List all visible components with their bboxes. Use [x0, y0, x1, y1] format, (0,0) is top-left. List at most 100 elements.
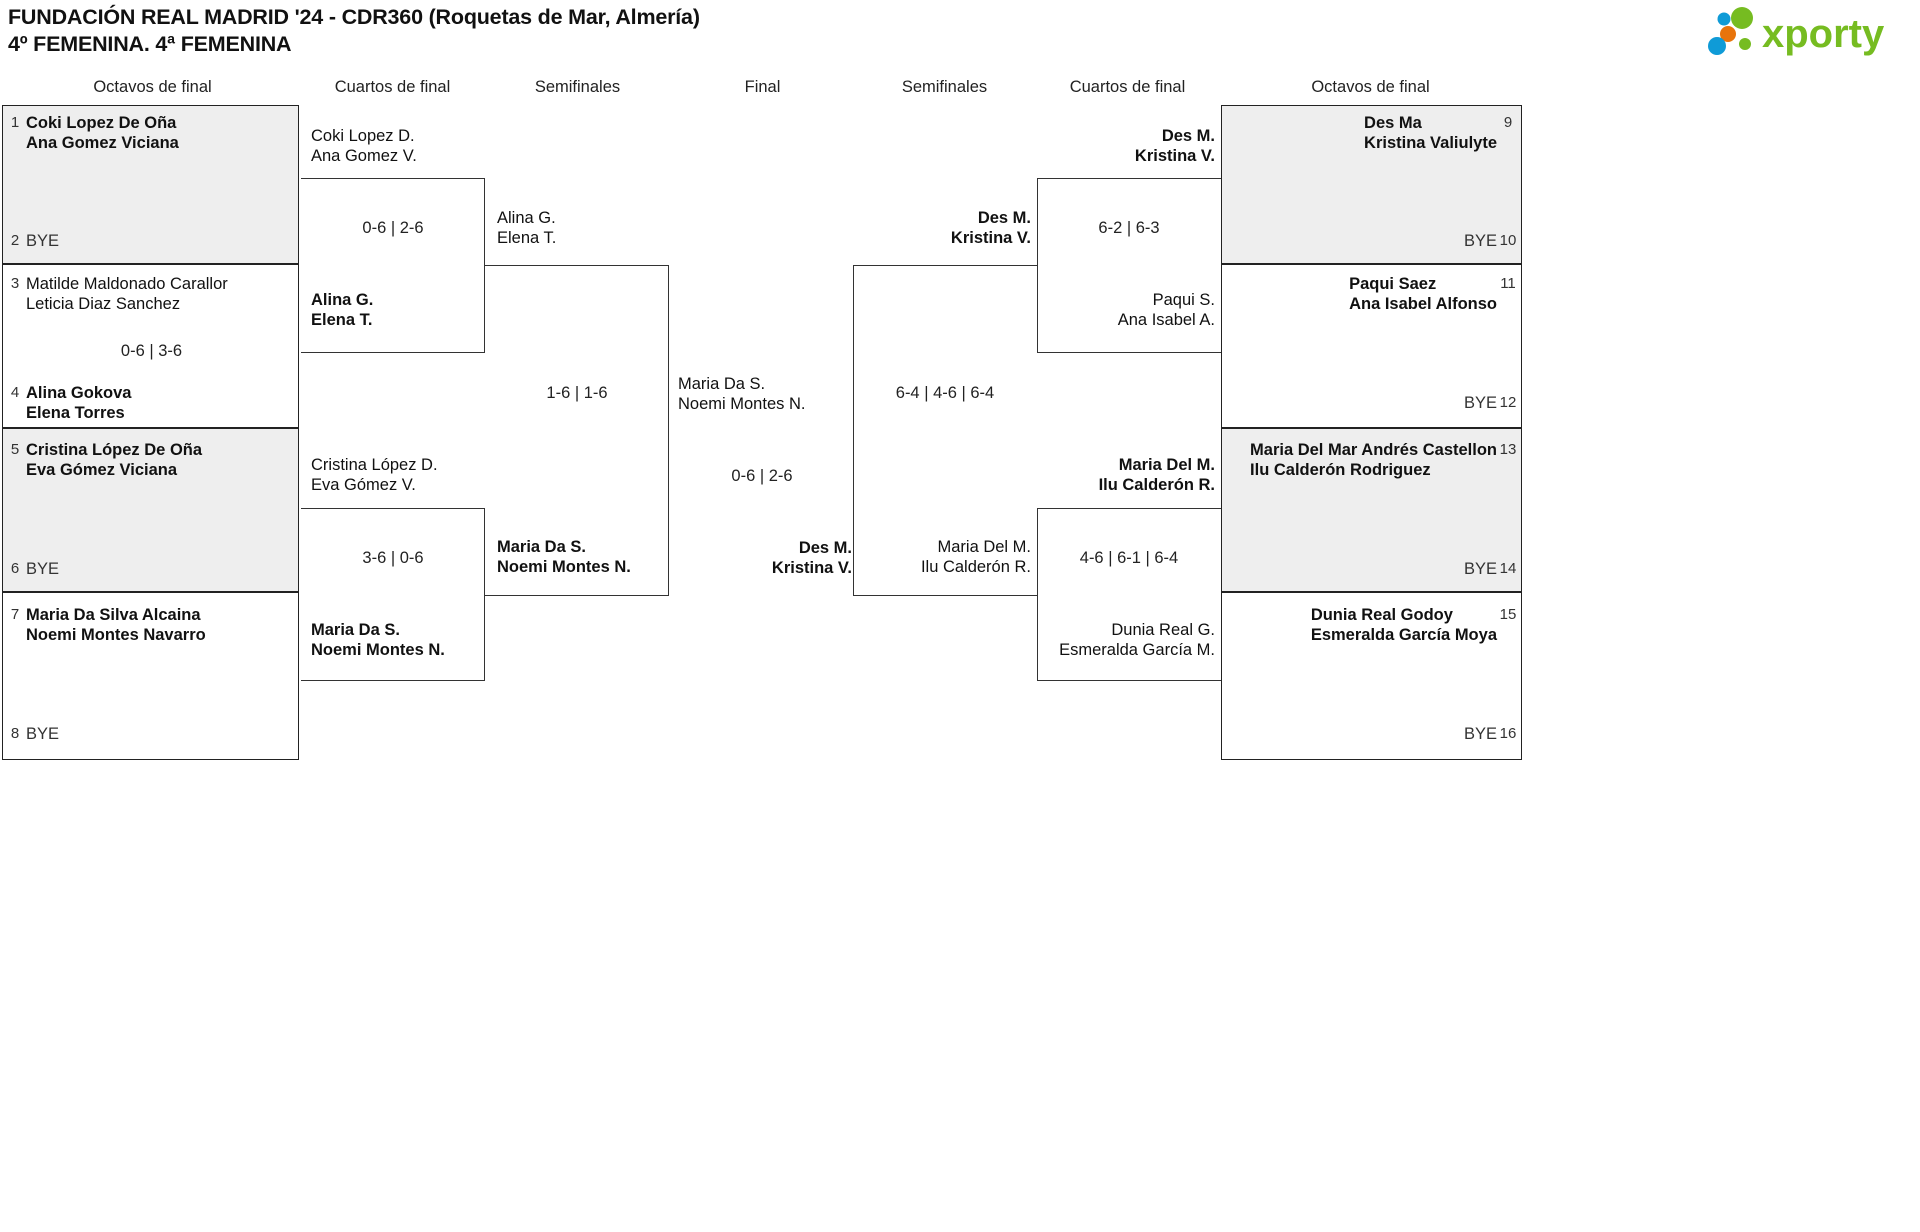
seed-slot-5[interactable]: 5 Cristina López De Oña Eva Gómez Vician…: [4, 441, 297, 480]
player-line-1: Alina Gokova: [26, 384, 132, 402]
player-line-1: Des M.: [798, 539, 852, 557]
seed-slot-14[interactable]: 14 BYE: [1224, 560, 1519, 580]
score-cuartos-left-2: 3-6 | 0-6: [362, 549, 424, 567]
player-line-2: Leticia Diaz Sanchez: [26, 294, 181, 313]
seed-slot-10[interactable]: 10 BYE: [1224, 232, 1519, 252]
player-line-2: Noemi Montes N.: [311, 640, 445, 659]
link-cuartos-right-1: [1037, 178, 1221, 353]
logo-dot-orange: [1720, 26, 1736, 42]
seed-names: Coki Lopez De Oña Ana Gomez Viciana: [26, 114, 179, 153]
link-cuartos-left-1: [301, 178, 485, 353]
score-final: 0-6 | 2-6: [731, 467, 793, 485]
link-cuartos-left-2: [301, 508, 485, 681]
logo-wordmark: xporty: [1762, 12, 1885, 56]
seed-number: 7: [10, 606, 20, 623]
seed-slot-6[interactable]: 6 BYE: [4, 560, 297, 580]
player-line-2: Ana Gomez Viciana: [26, 133, 179, 152]
cuartos-left-entry-3: Cristina López D. Eva Gómez V.: [311, 456, 438, 495]
seed-names: Dunia Real Godoy Esmeralda García Moya: [1311, 606, 1497, 645]
player-line-2: Ilu Calderón R.: [920, 557, 1031, 576]
cuartos-left-entry-4: Maria Da S. Noemi Montes N.: [311, 621, 445, 660]
seed-slot-7[interactable]: 7 Maria Da Silva Alcaina Noemi Montes Na…: [4, 606, 297, 645]
tournament-category: 4º FEMENINA. 4ª FEMENINA: [8, 32, 292, 56]
seed-names: BYE: [1463, 725, 1497, 743]
semis-left-entry-1: Alina G. Elena T.: [497, 209, 556, 248]
seed-names: BYE: [26, 560, 60, 578]
seed-block-15-16[interactable]: [1221, 592, 1522, 760]
seed-block-5-6[interactable]: [2, 428, 299, 592]
player-line-2: Ana Isabel Alfonso: [1349, 294, 1497, 313]
seed-slot-8[interactable]: 8 BYE: [4, 725, 297, 745]
seed-block-11-12[interactable]: [1221, 264, 1522, 428]
player-line-2: Kristina V.: [950, 228, 1031, 247]
player-line-1: Des Ma: [1364, 114, 1422, 132]
seed-number: 12: [1499, 394, 1517, 411]
seed-slot-3[interactable]: 3 Matilde Maldonado Carallor Leticia Dia…: [4, 275, 297, 314]
cuartos-right-entry-1: Des M. Kristina V.: [1035, 127, 1215, 166]
cuartos-right-entry-3: Maria Del M. Ilu Calderón R.: [1035, 456, 1215, 495]
cuartos-left-entry-1: Coki Lopez D. Ana Gomez V.: [311, 127, 417, 166]
logo-dot-green-small: [1739, 38, 1751, 50]
seed-names: BYE: [1463, 394, 1497, 412]
seed-slot-16[interactable]: 16 BYE: [1224, 725, 1519, 745]
seed-number: 5: [10, 441, 20, 458]
player-line-2: Ilu Calderón R.: [1098, 475, 1215, 494]
seed-slot-13[interactable]: 13 Maria Del Mar Andrés Castellon Ilu Ca…: [1224, 441, 1519, 480]
score-octavos-left-2: 0-6 | 3-6: [120, 342, 183, 360]
seed-names: Cristina López De Oña Eva Gómez Viciana: [26, 441, 202, 480]
seed-slot-4[interactable]: 4 Alina Gokova Elena Torres: [4, 384, 297, 423]
round-header-right-cuartos: Cuartos de final: [1069, 78, 1186, 96]
seed-block-3-4[interactable]: [2, 264, 299, 428]
player-line-2: Eva Gómez Viciana: [26, 460, 178, 479]
seed-number: 2: [10, 232, 20, 249]
player-line-2: Noemi Montes Navarro: [26, 625, 206, 644]
seed-number: 13: [1499, 441, 1517, 458]
seed-number: 9: [1503, 114, 1513, 131]
player-line-1: Maria Del M.: [937, 538, 1031, 556]
player-line-2: Kristina Valiulyte: [1364, 133, 1497, 152]
seed-slot-2[interactable]: 2 BYE: [4, 232, 297, 252]
round-header-right-semis: Semifinales: [901, 78, 988, 96]
player-line-2: Noemi Montes N.: [497, 557, 631, 576]
seed-block-1-2[interactable]: [2, 105, 299, 264]
xporty-logo-svg: xporty: [1708, 7, 1885, 56]
player-line-2: Ana Gomez V.: [311, 146, 417, 165]
logo-dot-blue-large: [1708, 37, 1726, 55]
seed-slot-1[interactable]: 1 Coki Lopez De Oña Ana Gomez Viciana: [4, 114, 297, 153]
score-cuartos-left-1: 0-6 | 2-6: [362, 219, 424, 237]
seed-block-9-10[interactable]: [1221, 105, 1522, 264]
player-line-2: Elena T.: [497, 228, 557, 247]
player-line-1: Maria Da S.: [311, 621, 400, 639]
player-line-2: Noemi Montes N.: [678, 394, 806, 413]
semis-right-entry-1: Des M. Kristina V.: [845, 209, 1031, 248]
cuartos-right-entry-2: Paqui S. Ana Isabel A.: [1035, 291, 1215, 330]
player-line-2: Esmeralda García Moya: [1310, 625, 1497, 644]
seed-slot-12[interactable]: 12 BYE: [1224, 394, 1519, 414]
player-line-1: Cristina López D.: [311, 456, 438, 474]
player-line-1: Paqui Saez: [1349, 275, 1437, 293]
seed-names: Des Ma Kristina Valiulyte: [1364, 114, 1497, 153]
seed-names: BYE: [1463, 560, 1497, 578]
seed-slot-15[interactable]: 15 Dunia Real Godoy Esmeralda García Moy…: [1224, 606, 1519, 645]
seed-slot-11[interactable]: 11 Paqui Saez Ana Isabel Alfonso: [1224, 275, 1519, 314]
player-line-1: Coki Lopez De Oña: [26, 114, 177, 132]
final-entry-bottom: Des M. Kristina V.: [672, 539, 852, 578]
seed-names: BYE: [26, 232, 60, 250]
player-line-2: Elena Torres: [26, 403, 125, 422]
score-cuartos-right-1: 6-2 | 6-3: [1098, 219, 1160, 237]
seed-block-7-8[interactable]: [2, 592, 299, 760]
link-semis-right: [853, 265, 1037, 596]
tournament-title: FUNDACIÓN REAL MADRID '24 - CDR360 (Roqu…: [8, 5, 700, 29]
seed-slot-9[interactable]: 9 Des Ma Kristina Valiulyte: [1224, 114, 1519, 153]
seed-number: 3: [10, 275, 20, 292]
player-line-2: Esmeralda García M.: [1059, 640, 1215, 659]
player-line-1: Dunia Real G.: [1111, 621, 1215, 639]
cuartos-left-entry-2: Alina G. Elena T.: [311, 291, 373, 330]
score-semis-right: 6-4 | 4-6 | 6-4: [895, 384, 995, 402]
player-line-1: Maria Da Silva Alcaina: [26, 606, 201, 624]
seed-number: 4: [10, 384, 20, 401]
round-header-left-semis: Semifinales: [534, 78, 621, 96]
seed-number: 11: [1500, 275, 1516, 292]
seed-block-13-14[interactable]: [1221, 428, 1522, 592]
